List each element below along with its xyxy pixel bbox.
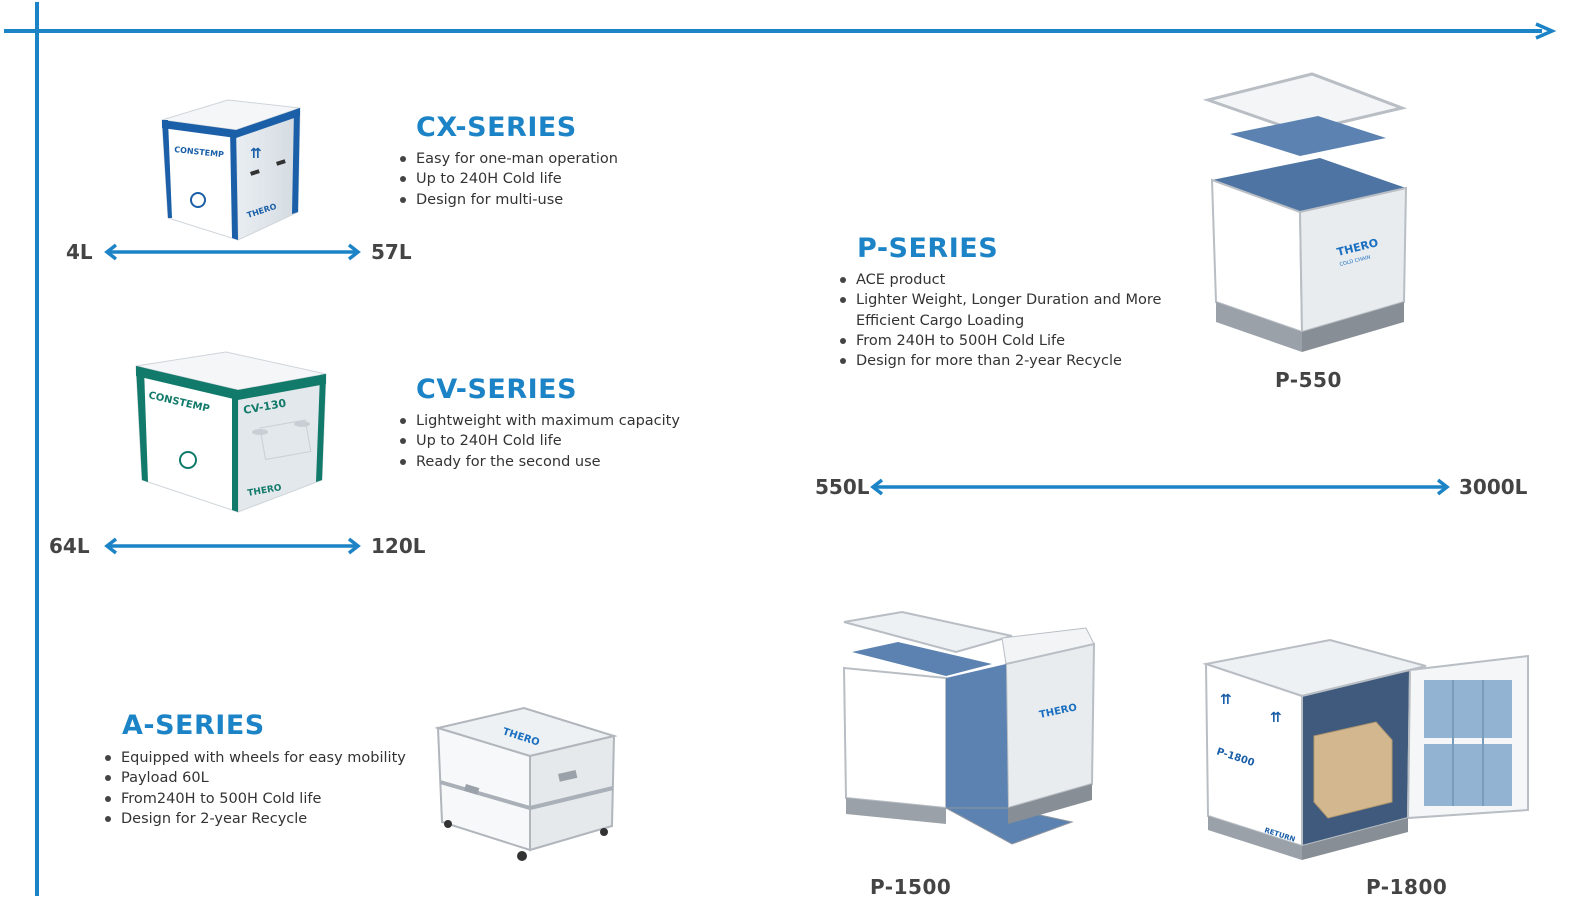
p1800-container-image: P-1800 RETURN ⇈ ⇈ xyxy=(1202,638,1529,860)
p-feature: Design for more than 2-year Recycle xyxy=(838,351,1161,371)
a-feature: From240H to 500H Cold life xyxy=(103,789,406,809)
cv-feature-list: Lightweight with maximum capacity Up to … xyxy=(398,411,680,472)
cx-series-title: CX-SERIES xyxy=(416,112,577,143)
p550-model-label: P-550 xyxy=(1275,368,1342,392)
cx-range-max: 57L xyxy=(371,240,412,264)
p1500-container-image: THERO xyxy=(842,610,1096,845)
p-feature-list: ACE product Lighter Weight, Longer Durat… xyxy=(838,270,1161,371)
a-feature: Equipped with wheels for easy mobility xyxy=(103,748,406,768)
a-case-image: THERO xyxy=(434,706,618,861)
p1800-model-label: P-1800 xyxy=(1366,875,1448,899)
p-series-title: P-SERIES xyxy=(857,233,999,264)
a-series-title: A-SERIES xyxy=(122,710,265,741)
cx-feature: Easy for one-man operation xyxy=(398,149,618,169)
cx-range-arrow xyxy=(104,243,361,261)
cx-range-min: 4L xyxy=(66,240,93,264)
cv-range-min: 64L xyxy=(49,534,90,558)
cx-feature-list: Easy for one-man operation Up to 240H Co… xyxy=(398,149,618,210)
cv-feature: Lightweight with maximum capacity xyxy=(398,411,680,431)
cv-range-arrow xyxy=(104,537,361,555)
horizontal-axis-arrowhead xyxy=(1535,22,1557,40)
cv-series-title: CV-SERIES xyxy=(416,374,578,405)
a-feature: Design for 2-year Recycle xyxy=(103,809,406,829)
p-feature: ACE product xyxy=(838,270,1161,290)
a-feature-list: Equipped with wheels for easy mobility P… xyxy=(103,748,406,829)
p-feature: Lighter Weight, Longer Duration and More xyxy=(838,290,1161,310)
p-range-min: 550L xyxy=(815,475,870,499)
cv-feature: Ready for the second use xyxy=(398,452,680,472)
cv-box-image: CONSTEMP CV-130 THERO xyxy=(135,351,327,513)
p550-container-image: THERO COLD CHAIN xyxy=(1202,72,1408,352)
p-feature: Efficient Cargo Loading xyxy=(856,312,1025,329)
cv-feature: Up to 240H Cold life xyxy=(398,431,680,451)
svg-text:⇈: ⇈ xyxy=(1220,692,1232,708)
a-feature: Payload 60L xyxy=(103,768,406,788)
cv-range-max: 120L xyxy=(371,534,426,558)
cx-feature: Design for multi-use xyxy=(398,190,618,210)
p-range-max: 3000L xyxy=(1459,475,1528,499)
svg-text:⇈: ⇈ xyxy=(250,146,262,162)
p1500-model-label: P-1500 xyxy=(870,875,952,899)
cx-box-image: CONSTEMP THERO ⇈ xyxy=(161,99,301,241)
cx-feature: Up to 240H Cold life xyxy=(398,169,618,189)
svg-text:⇈: ⇈ xyxy=(1270,710,1282,726)
p-range-arrow xyxy=(870,478,1450,496)
p-feature: From 240H to 500H Cold Life xyxy=(838,331,1161,351)
